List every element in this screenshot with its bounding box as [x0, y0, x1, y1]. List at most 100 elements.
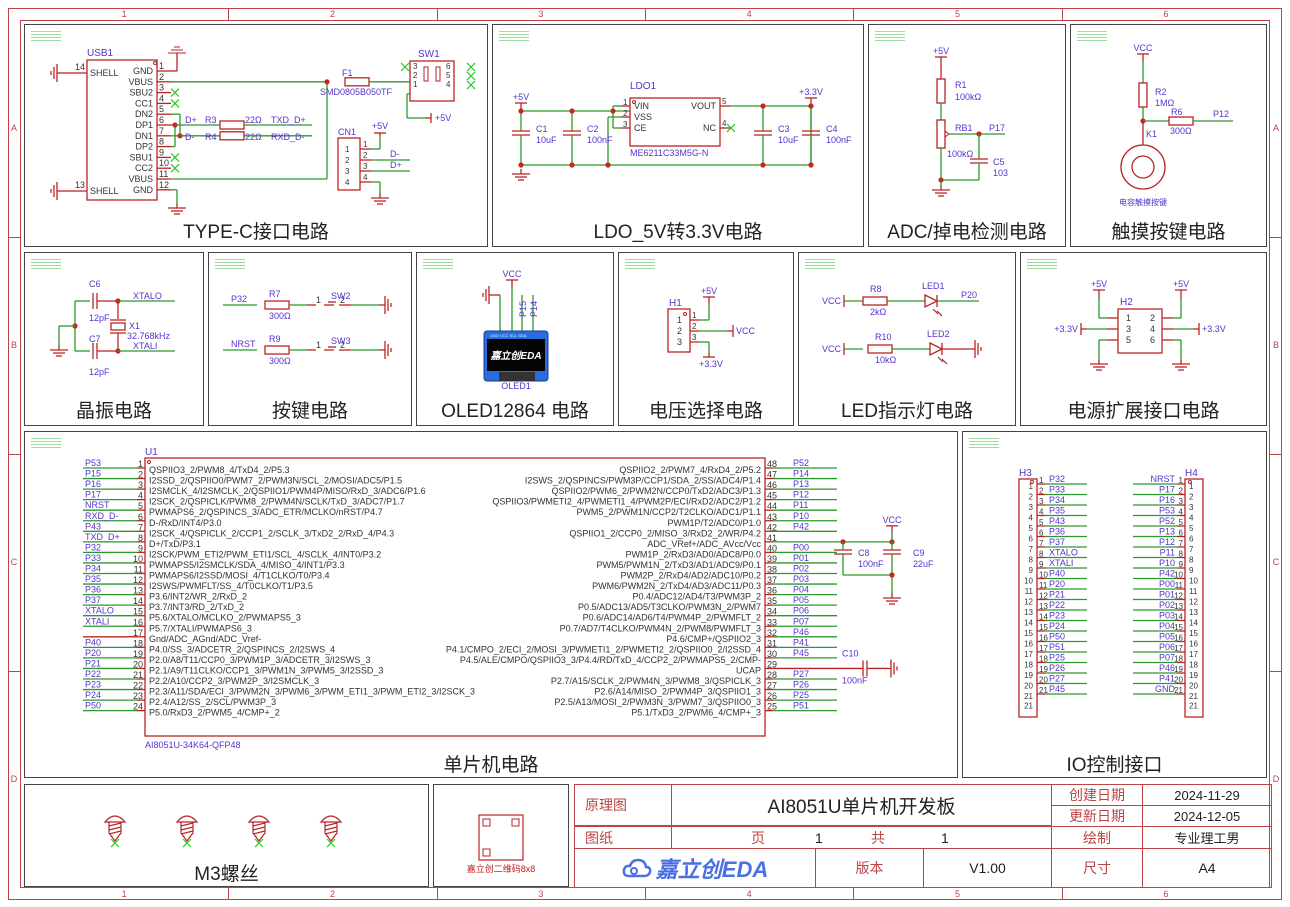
junction-dot [808, 103, 814, 109]
net-label: P11 [793, 500, 808, 510]
net-label: RXD_D- [85, 511, 119, 521]
net-label: D- [185, 132, 195, 142]
zone-column-label: 6 [1163, 889, 1169, 899]
net-label: P01 [793, 553, 809, 563]
net-label: P17 [1159, 485, 1175, 495]
net-label: P20 [1049, 579, 1065, 589]
net-label: D+ [390, 160, 402, 170]
crystal-symbol [110, 322, 126, 331]
net-label: 1 [692, 311, 697, 320]
net-label: 14 [1039, 613, 1048, 622]
ref-label: C5 [993, 157, 1005, 167]
net-label: D- [390, 149, 400, 159]
junction-dot [569, 108, 575, 114]
net-label: 7 [1189, 545, 1194, 554]
pin-name: P4.0/SS_3/ADCETR_2/QSPINCS_2/I2SWS_4 [149, 644, 335, 654]
no-connect-icon [254, 838, 264, 848]
net-label: P35 [1049, 506, 1065, 516]
pin-name: I2SWS/PWMFLT/SS_4/T0CLKO/T1/P3.5 [149, 581, 313, 591]
net-label: 48 [767, 459, 777, 469]
net-label: 2 [340, 295, 345, 305]
net-label: 21 [133, 670, 143, 680]
ref-label: LDO1 [630, 81, 657, 92]
pin-name: I2SSD_2/QSPIIO0/PWM7_2/PWM3N/SCL_2/MOSI/… [149, 476, 402, 486]
net-label: 3 [1126, 324, 1131, 334]
net-label: P13 [793, 479, 809, 489]
net-label: P02 [793, 564, 809, 574]
net-label: CE [634, 123, 647, 133]
power-net-label: +5V [372, 121, 388, 131]
net-label: CC1 [135, 98, 153, 108]
ref-label: C3 [778, 124, 790, 134]
panel-title: IO控制接口 [1066, 755, 1163, 776]
net-label: 9 [138, 543, 143, 553]
panel-note [969, 438, 999, 448]
net-label: 21 [1174, 686, 1183, 695]
net-label: P21 [1049, 590, 1065, 600]
value-label: 100kΩ [947, 149, 974, 159]
power-net-label: VCC [822, 296, 842, 306]
net-label: 18 [1174, 655, 1183, 664]
net-label: P41 [793, 637, 809, 647]
screw-thread [108, 822, 122, 842]
zone-tick [436, 888, 438, 900]
ref-label: R9 [269, 334, 281, 344]
pin-name: D-/RxD/INT4/P3.0 [149, 518, 222, 528]
net-label: P02 [1159, 600, 1175, 610]
tb-drawn-by: 专业理工男 [1142, 826, 1272, 849]
zone-tick [1270, 237, 1282, 238]
net-label: 2 [1029, 493, 1034, 502]
net-label: 5 [159, 104, 164, 114]
ref-label: C1 [536, 124, 548, 134]
net-label: P03 [793, 574, 809, 584]
pin-name: PWM5/PWM1N_2/TxD3/AD1/ADC9/P0.1 [596, 560, 761, 570]
ref-label: X1 [129, 321, 140, 331]
net-label: 17 [1024, 650, 1033, 659]
part-label: AI8051U-34K64-QFP48 [145, 740, 241, 750]
net-label: 11 [1189, 587, 1198, 596]
net-label: 1 [138, 459, 143, 469]
no-connect-icon [326, 838, 336, 848]
panel-note [215, 259, 245, 269]
pin-name: P0.4/ADC12/AD4/T3/PWM3P_2 [632, 592, 761, 602]
tb-version-label: 版本 [815, 848, 924, 888]
net-label: TXD_D+ [85, 532, 120, 542]
pin-name: P5.6/XTALO/MCLKO_2/PWMAPS5_3 [149, 613, 301, 623]
value-label: 300Ω [269, 356, 291, 366]
net-label: 3 [1039, 497, 1044, 506]
junction-dot [324, 79, 330, 85]
tb-sheet-label: 图纸 [574, 826, 672, 849]
net-label: 46 [767, 480, 777, 490]
net-label: 3 [677, 337, 682, 347]
pin-name: P2.4/A12/SS_2/SCL/PWM3P_3 [149, 697, 276, 707]
zone-tick [645, 888, 646, 900]
net-label: 11 [1039, 581, 1048, 590]
net-label: 9 [1039, 560, 1044, 569]
junction-dot [760, 162, 766, 168]
value-label: 32.768kHz [127, 331, 171, 341]
net-label: 3 [363, 162, 368, 171]
net-label: 20 [1039, 676, 1048, 685]
panel-note [875, 31, 905, 41]
net-label: 7 [1179, 539, 1184, 548]
screw-thread [252, 822, 266, 842]
net-label: 31 [767, 638, 777, 648]
resistor-symbol [219, 131, 245, 141]
zone-row-label: C [10, 556, 18, 567]
value-label: 10kΩ [875, 355, 897, 365]
ref-label: R4 [205, 132, 217, 142]
net-label: 34 [767, 607, 777, 617]
zone-column-label: 5 [954, 9, 960, 19]
net-label: 47 [767, 470, 777, 480]
switch-body [409, 60, 455, 102]
value-label: 10uF [778, 135, 799, 145]
pin-name: P3.6/INT2/WR_2/RxD_2 [149, 592, 247, 602]
value-label: 22Ω [245, 115, 262, 125]
net-label: 24 [133, 702, 143, 712]
qrcode-footprint [478, 814, 524, 861]
net-label: 2 [340, 340, 345, 350]
net-label: 19 [133, 649, 143, 659]
net-label: 28 [767, 670, 777, 680]
